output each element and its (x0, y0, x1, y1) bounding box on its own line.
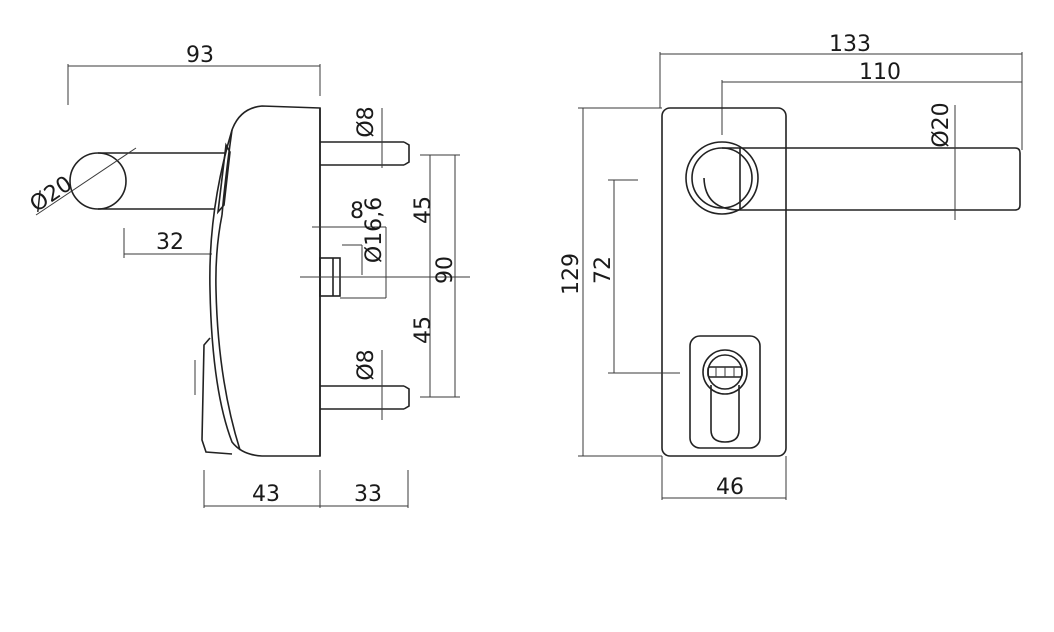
dim-plate-width: 46 (661, 456, 787, 500)
dim-label: 93 (186, 43, 214, 68)
dim-label: 129 (559, 253, 584, 295)
side-view: 93 Ø20 32 (26, 43, 470, 508)
dim-label: 43 (252, 482, 280, 507)
front-view: 133 110 Ø20 129 (559, 32, 1023, 500)
pin-top: Ø8 (320, 106, 410, 168)
dim-label: Ø20 (929, 102, 954, 147)
spindle: 8 Ø16,6 (300, 197, 470, 299)
dim-overall-length: 133 (659, 32, 1023, 150)
lock-body (194, 105, 321, 457)
dim-handle-offset: 32 (123, 228, 212, 258)
handle-lever: Ø20 (26, 147, 225, 218)
dim-label: 45 (411, 316, 436, 344)
pin-bottom: Ø8 (320, 349, 410, 420)
dim-label: 133 (829, 32, 871, 57)
dim-label: 90 (433, 256, 458, 284)
cylinder-escutcheon (689, 335, 761, 449)
dim-width-total: 93 (67, 43, 321, 105)
dim-depth: 43 33 (203, 470, 409, 508)
dim-label: 8 (350, 199, 364, 224)
dim-plate-height: 129 (559, 107, 662, 457)
dim-pin-spacing: 45 45 90 (411, 154, 460, 398)
lever-handle (685, 141, 1021, 215)
dim-label: 45 (411, 196, 436, 224)
backplate (661, 107, 787, 457)
dim-label: Ø8 (354, 106, 379, 137)
dim-label: 72 (591, 256, 616, 284)
dim-lever-dia: Ø20 (929, 102, 956, 220)
dim-lever-length: 110 (721, 60, 1022, 135)
dim-label: 46 (716, 475, 744, 500)
dim-label: 110 (859, 60, 901, 85)
dim-label: 33 (354, 482, 382, 507)
dim-label: 32 (156, 230, 184, 255)
dim-center-distance: 72 (591, 179, 680, 374)
dim-label: Ø8 (354, 349, 379, 380)
dim-label: Ø16,6 (362, 197, 387, 263)
